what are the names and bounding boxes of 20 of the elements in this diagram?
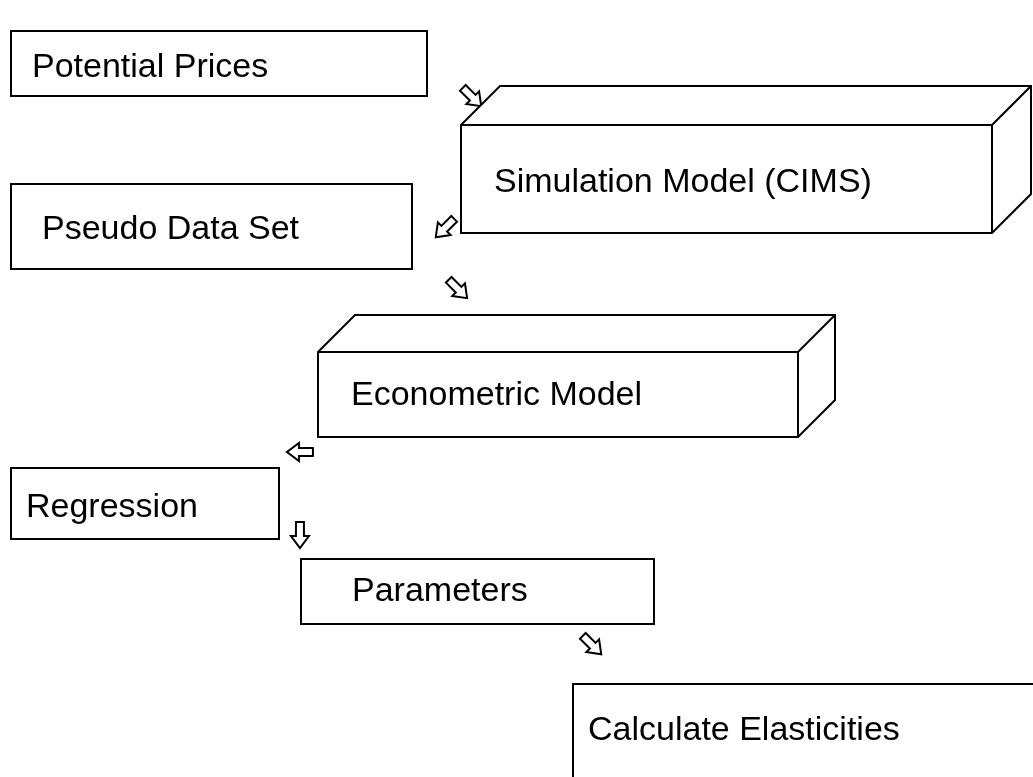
node-label: Calculate Elasticities [588, 711, 900, 745]
process-box [10, 467, 280, 540]
arrow [458, 83, 483, 108]
process-box [10, 30, 428, 97]
arrow [285, 441, 314, 463]
process-box [572, 683, 1033, 777]
node-label: Pseudo Data Set [42, 210, 300, 244]
node-label: Parameters [352, 572, 528, 606]
node-label: Potential Prices [32, 48, 269, 82]
process-box [10, 183, 413, 270]
block-3d [460, 85, 1032, 234]
block-3d [317, 314, 836, 438]
arrow [434, 214, 459, 239]
node-label: Regression [26, 488, 198, 522]
node-label: Econometric Model [351, 376, 642, 410]
arrow [444, 275, 469, 300]
arrow [288, 521, 311, 550]
process-box [300, 558, 655, 625]
arrow [578, 631, 603, 656]
node-label: Simulation Model (CIMS) [494, 163, 872, 197]
